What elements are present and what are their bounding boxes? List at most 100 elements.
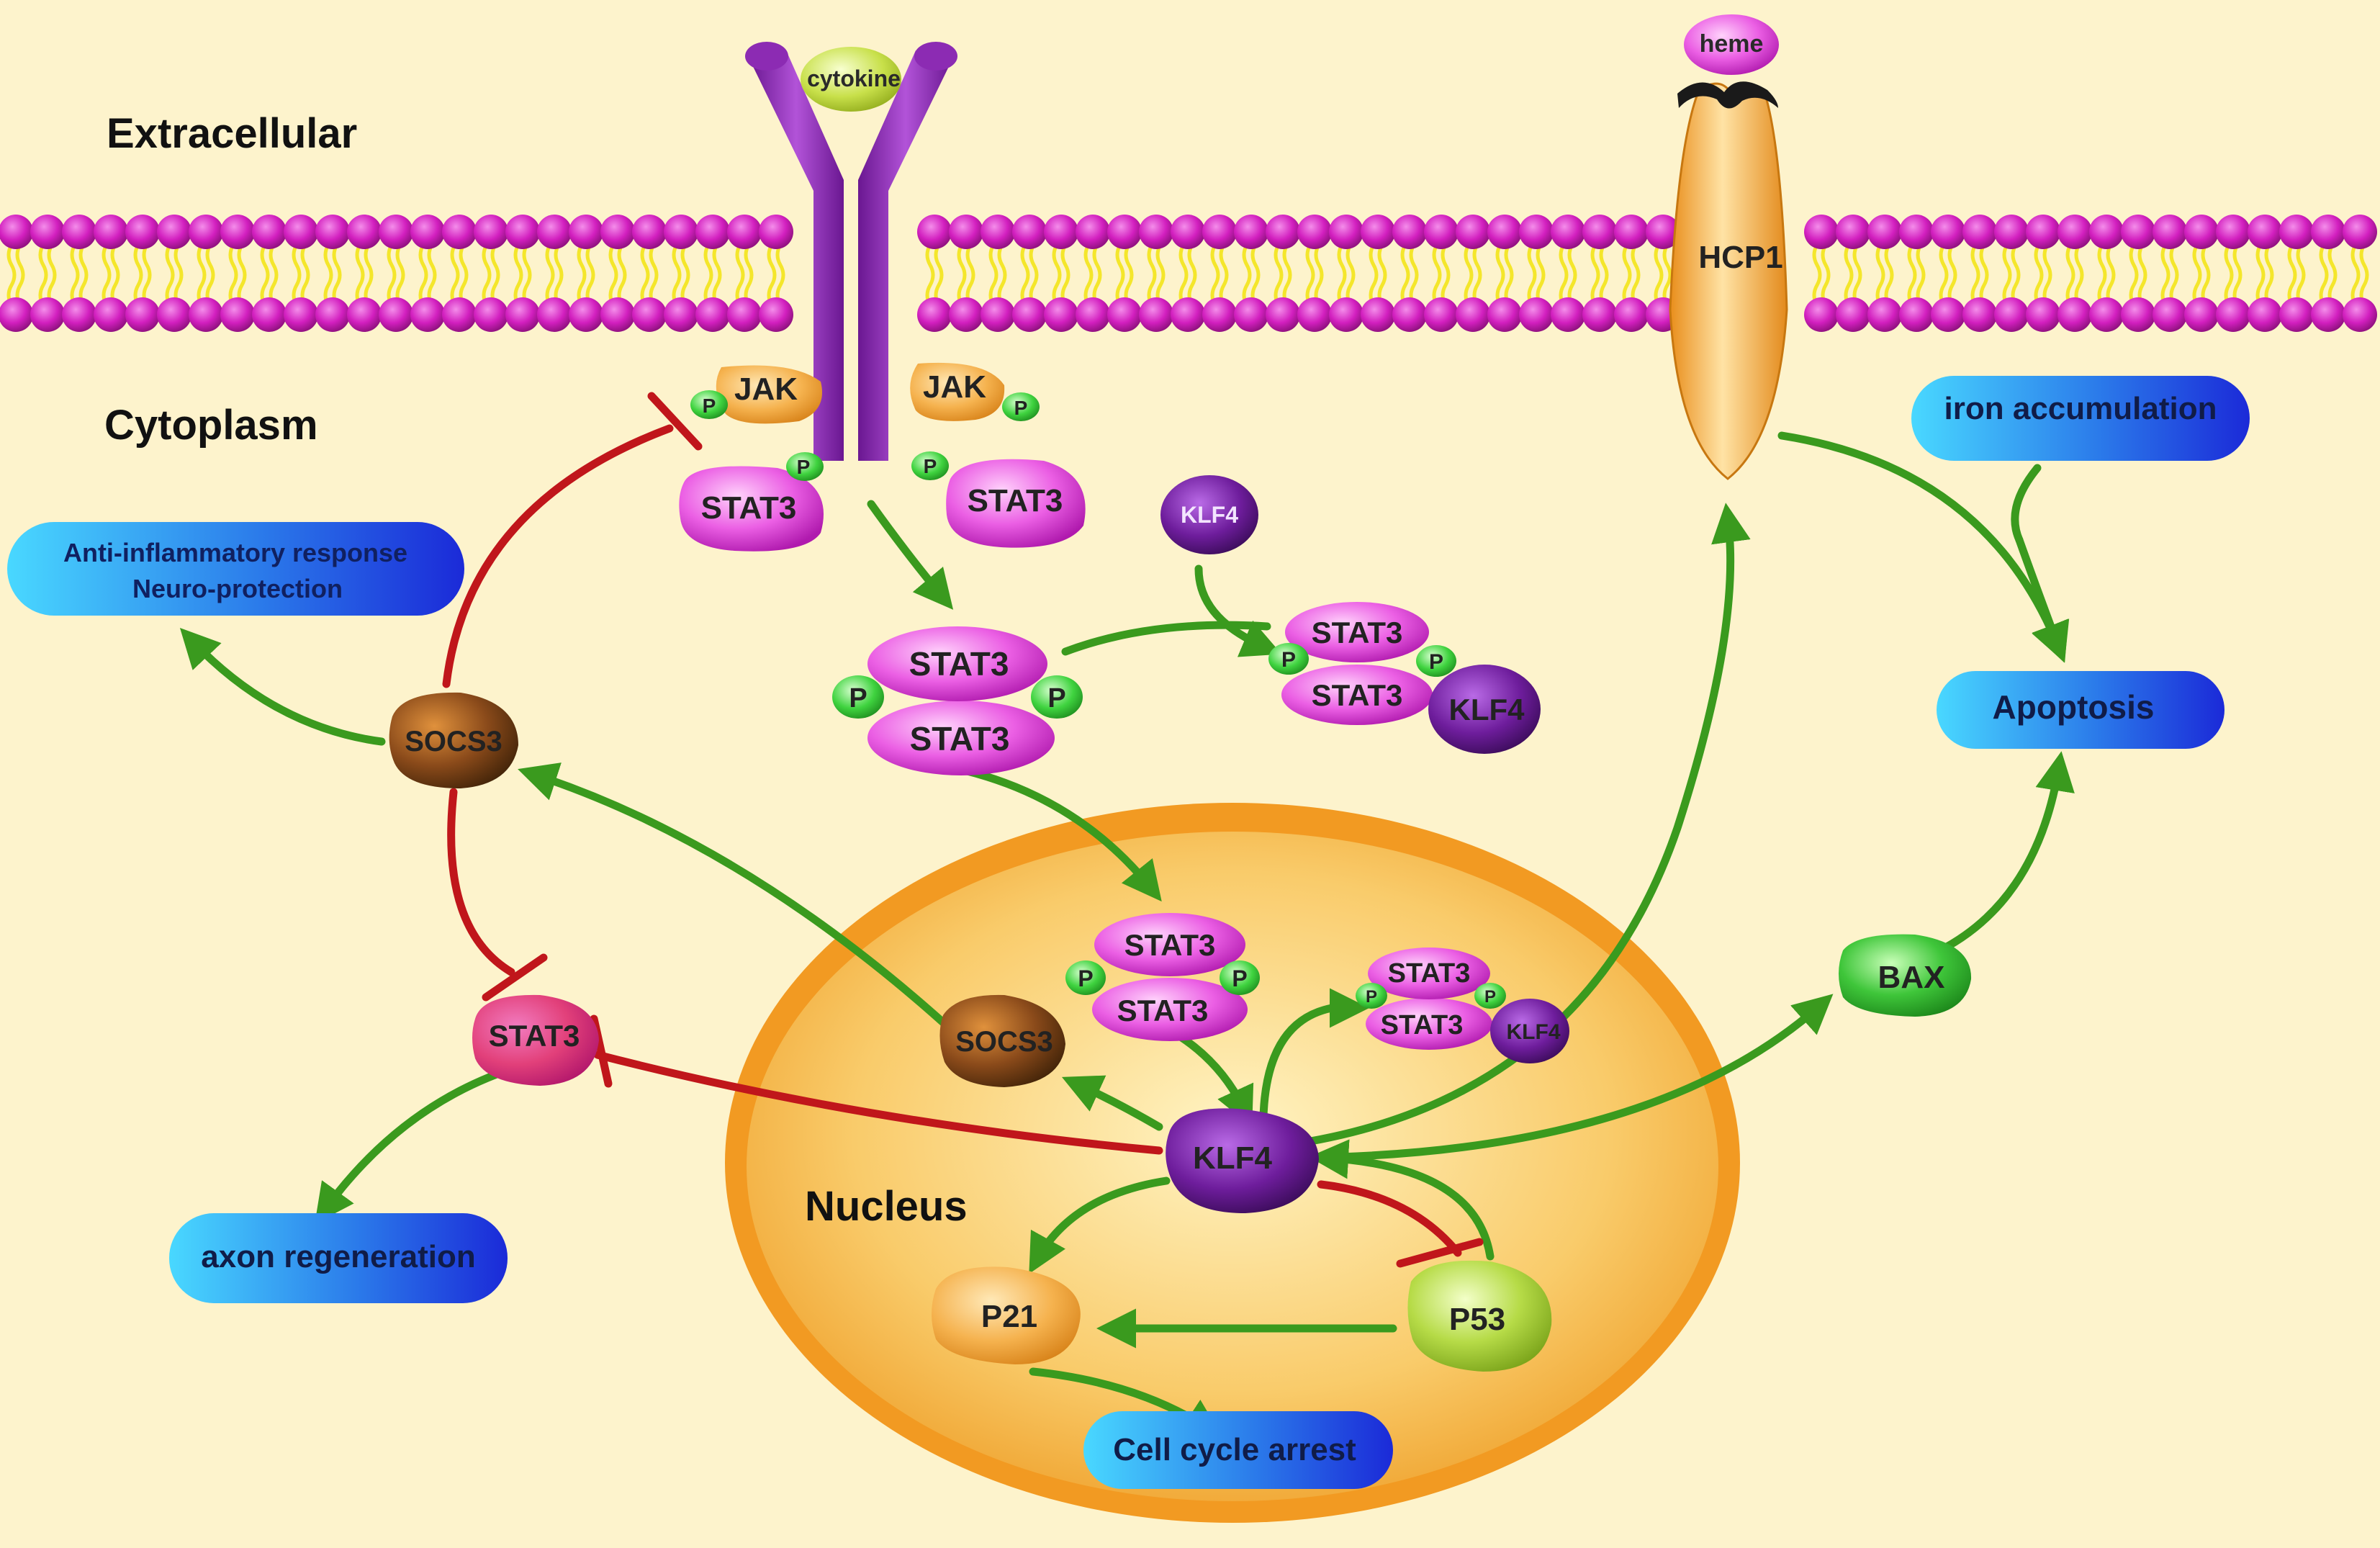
- iron-arrow-join: [2015, 536, 2070, 663]
- lipid-head: [2248, 297, 2282, 332]
- lipid-tail: [1210, 243, 1220, 307]
- lipid-tail: [925, 243, 935, 307]
- lipid-tail: [1852, 243, 1862, 307]
- cytoplasm-label: Cytoplasm: [104, 402, 318, 449]
- lipid-tail: [1250, 243, 1261, 307]
- lipid-tail: [1178, 243, 1189, 307]
- lipid-tail: [1187, 243, 1197, 307]
- lipid-tail: [47, 243, 57, 307]
- lipid-tail: [260, 243, 270, 307]
- lipid-head: [1044, 297, 1078, 332]
- lipid-tail: [395, 243, 405, 307]
- lipid-head: [949, 215, 983, 249]
- lipid-tail: [1020, 243, 1030, 307]
- phospho-label: P: [924, 455, 937, 477]
- lipid-tail: [1947, 243, 1957, 307]
- lipid-tail: [1282, 243, 1292, 307]
- lipid-head: [1519, 215, 1554, 249]
- complex-stat3-top-label: STAT3: [1312, 616, 1403, 649]
- lipid-tail: [2169, 243, 2179, 307]
- axon-regeneration-label: axon regeneration: [201, 1239, 475, 1274]
- lipid-head: [505, 215, 540, 249]
- lipid-tail: [1432, 243, 1442, 307]
- lipid-head: [949, 297, 983, 332]
- stat3-dimer-bottom-label: STAT3: [910, 720, 1010, 757]
- lipid-head: [220, 297, 255, 332]
- lipid-head: [1836, 215, 1870, 249]
- lipid-head: [1202, 297, 1237, 332]
- lipid-head: [505, 297, 540, 332]
- lipid-head: [1266, 297, 1300, 332]
- lipid-head: [2026, 215, 2060, 249]
- phospho-label: P: [849, 683, 867, 714]
- phospho-label: P: [797, 456, 811, 478]
- activation-arrows: [179, 431, 2075, 1438]
- lipid-head: [62, 297, 96, 332]
- lipid-head: [2248, 215, 2282, 249]
- lipid-head: [94, 215, 128, 249]
- lipid-head: [2279, 297, 2314, 332]
- lipid-head: [410, 297, 445, 332]
- lipid-head: [474, 297, 508, 332]
- lipid-head: [2184, 297, 2219, 332]
- p53-label: P53: [1449, 1302, 1505, 1337]
- lipid-tail: [418, 243, 428, 307]
- lipid-tail: [2350, 243, 2361, 307]
- complex-klf4-label: KLF4: [1449, 693, 1525, 726]
- lipid-tail: [237, 243, 247, 307]
- apoptosis-label: Apoptosis: [1993, 688, 2155, 726]
- lipid-tail: [1274, 243, 1284, 307]
- iron-accumulation-label: iron accumulation: [1944, 391, 2217, 426]
- lipid-head: [410, 215, 445, 249]
- lipid-head: [1044, 215, 1078, 249]
- lipid-tail: [205, 243, 215, 307]
- lipid-head: [600, 297, 635, 332]
- lipid-tail: [640, 243, 650, 307]
- heme: heme: [1684, 14, 1779, 75]
- lipid-head: [1487, 215, 1522, 249]
- lipid-tail: [133, 243, 143, 307]
- lipid-head: [1171, 297, 1205, 332]
- lipid-head: [600, 215, 635, 249]
- stat3-left-label: STAT3: [701, 490, 797, 526]
- lipid-head: [2153, 215, 2187, 249]
- lipid-head: [632, 215, 667, 249]
- lipid-tail: [735, 243, 745, 307]
- lipid-head: [1424, 215, 1459, 249]
- lipid-tail: [1464, 243, 1474, 307]
- lipid-tail: [2002, 243, 2012, 307]
- lipid-head: [2311, 215, 2345, 249]
- arrow-nuclear-socs3-to-socs3: [518, 762, 947, 1027]
- lipid-tail: [1536, 243, 1546, 307]
- lipid-head: [1234, 297, 1268, 332]
- lipid-head: [2026, 297, 2060, 332]
- lipid-head: [1614, 215, 1649, 249]
- lipid-head: [1329, 215, 1363, 249]
- lipid-head: [1551, 215, 1585, 249]
- lipid-tail: [38, 243, 48, 307]
- lipid-tail: [300, 243, 310, 307]
- outcome-apoptosis: Apoptosis: [1937, 671, 2225, 749]
- arrow-klf4-up-to-complex: [1259, 988, 1369, 1142]
- lipid-tail: [617, 243, 627, 307]
- lipid-tail: [2201, 243, 2211, 307]
- phospho-label: P: [1014, 397, 1028, 419]
- lipid-tail: [1409, 243, 1419, 307]
- lipid-tail: [957, 243, 967, 307]
- lipid-tail: [988, 243, 999, 307]
- stat3-right-label: STAT3: [968, 483, 1063, 518]
- phospho-label: P: [703, 395, 716, 417]
- lipid-head: [1836, 297, 1870, 332]
- lipid-tail: [2319, 243, 2329, 307]
- stat3-dimer-nucleus: STAT3 STAT3 P P: [1065, 913, 1260, 1041]
- jak-right: JAK: [910, 362, 1005, 421]
- lipid-tail: [1472, 243, 1482, 307]
- lipid-tail: [323, 243, 333, 307]
- socs3-cytoplasm-label: SOCS3: [405, 726, 502, 757]
- lipid-head: [0, 297, 33, 332]
- lipid-head: [727, 297, 762, 332]
- lipid-head: [695, 297, 730, 332]
- lipid-head: [1107, 215, 1142, 249]
- lipid-tail: [577, 243, 587, 307]
- lipid-tail: [2011, 243, 2021, 307]
